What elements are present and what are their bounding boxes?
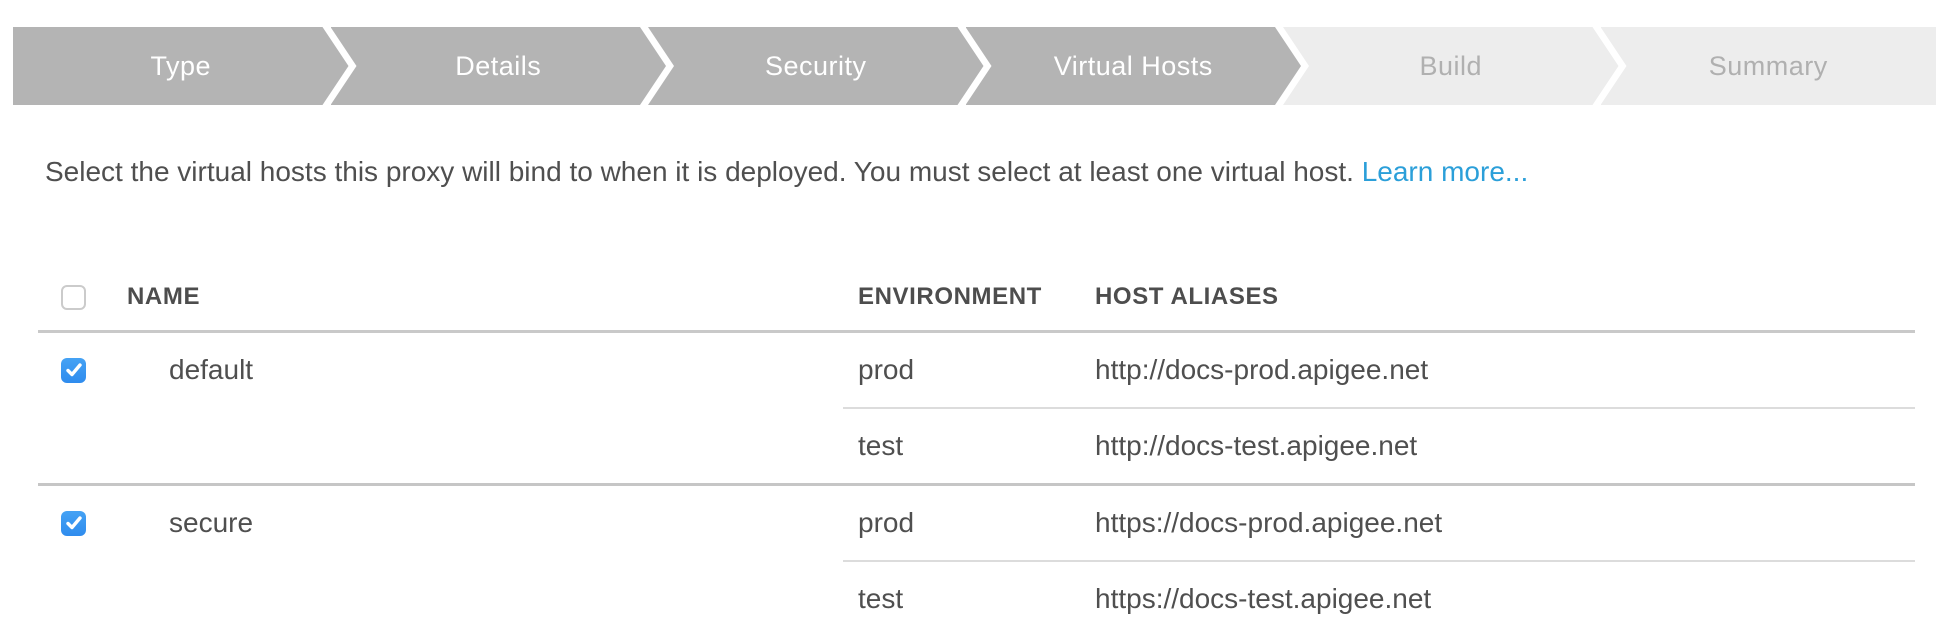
binding-row: prod https://docs-prod.apigee.net: [843, 486, 1915, 560]
environment-cell: test: [858, 583, 904, 614]
learn-more-link[interactable]: Learn more...: [1361, 156, 1529, 187]
environment-cell: test: [858, 430, 904, 461]
step-type[interactable]: Type: [13, 27, 349, 105]
step-security[interactable]: Security: [648, 27, 984, 105]
host-alias-cell: http://docs-test.apigee.net: [1095, 430, 1418, 461]
description-text: Select the virtual hosts this proxy will…: [45, 156, 1362, 187]
row-checkbox-default[interactable]: [61, 357, 86, 383]
step-label: Virtual Hosts: [1053, 50, 1213, 81]
column-header-environment: ENVIRONMENT: [858, 283, 1042, 310]
step-build: Build: [1283, 27, 1619, 105]
select-all-checkbox[interactable]: [61, 284, 86, 310]
step-summary: Summary: [1600, 27, 1936, 105]
environment-cell: prod: [858, 507, 915, 538]
step-label: Type: [150, 50, 212, 81]
binding-row: test https://docs-test.apigee.net: [843, 560, 1915, 636]
column-header-name: NAME: [127, 283, 201, 310]
wizard-stepper: Type Details Security Virtual Hosts Buil…: [13, 27, 1936, 105]
checkmark-icon: [65, 516, 82, 530]
step-label: Security: [764, 50, 867, 81]
step-details[interactable]: Details: [331, 27, 667, 105]
checkmark-icon: [65, 363, 82, 377]
environment-cell: prod: [858, 354, 915, 385]
binding-row: prod http://docs-prod.apigee.net: [843, 333, 1915, 407]
step-label: Details: [455, 50, 542, 81]
step-label: Build: [1419, 50, 1483, 81]
row-checkbox-secure[interactable]: [61, 510, 86, 536]
binding-row: test http://docs-test.apigee.net: [843, 407, 1915, 483]
step-virtual-hosts[interactable]: Virtual Hosts: [966, 27, 1302, 105]
step-label: Summary: [1708, 50, 1828, 81]
virtual-host-name: default: [169, 354, 254, 385]
host-alias-cell: http://docs-prod.apigee.net: [1095, 354, 1429, 385]
column-header-host-aliases: HOST ALIASES: [1095, 283, 1279, 310]
host-alias-cell: https://docs-test.apigee.net: [1095, 583, 1432, 614]
host-alias-cell: https://docs-prod.apigee.net: [1095, 507, 1443, 538]
page-description: Select the virtual hosts this proxy will…: [45, 153, 1528, 191]
table-row-secure: secure prod https://docs-prod.apigee.net…: [38, 486, 1915, 636]
table-row-default: default prod http://docs-prod.apigee.net…: [38, 333, 1915, 486]
virtual-hosts-table: NAME ENVIRONMENT HOST ALIASES default pr…: [38, 264, 1915, 636]
virtual-host-name: secure: [169, 507, 254, 538]
table-header-row: NAME ENVIRONMENT HOST ALIASES: [38, 264, 1915, 333]
